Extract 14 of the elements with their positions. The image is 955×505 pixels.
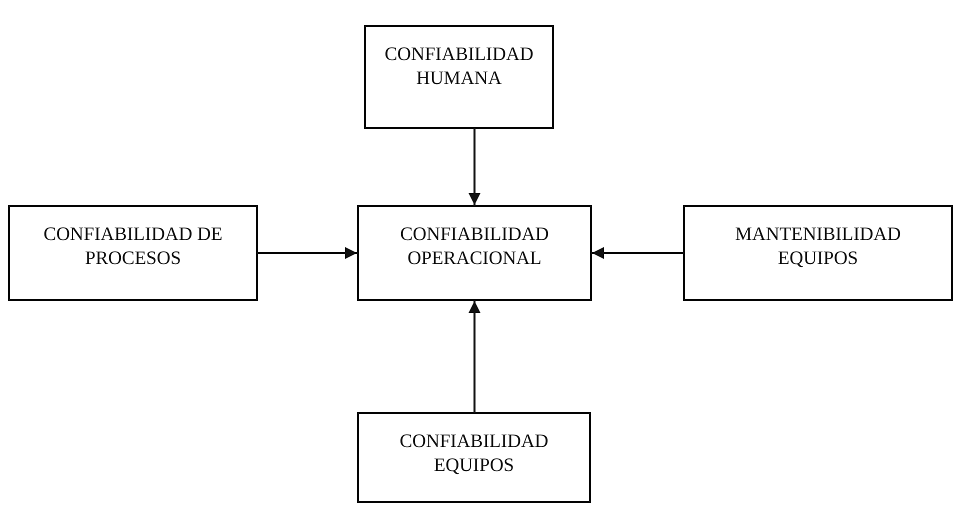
process-box: [364, 25, 554, 129]
process-box: [357, 412, 591, 503]
box-label: CONFIABILIDAD EQUIPOS: [398, 430, 550, 478]
process-box: [683, 205, 953, 301]
box-label: MANTENIBILIDAD EQUIPOS: [734, 223, 902, 271]
arrow: [468, 129, 480, 205]
box-label: CONFIABILIDAD HUMANA: [384, 43, 534, 91]
process-box: [8, 205, 258, 301]
box-label: CONFIABILIDAD OPERACIONAL: [399, 223, 550, 271]
box-label: CONFIABILIDAD DE PROCESOS: [42, 223, 224, 271]
arrow: [258, 247, 357, 259]
arrow: [592, 247, 683, 259]
process-box: [357, 205, 592, 301]
arrow: [468, 301, 480, 412]
